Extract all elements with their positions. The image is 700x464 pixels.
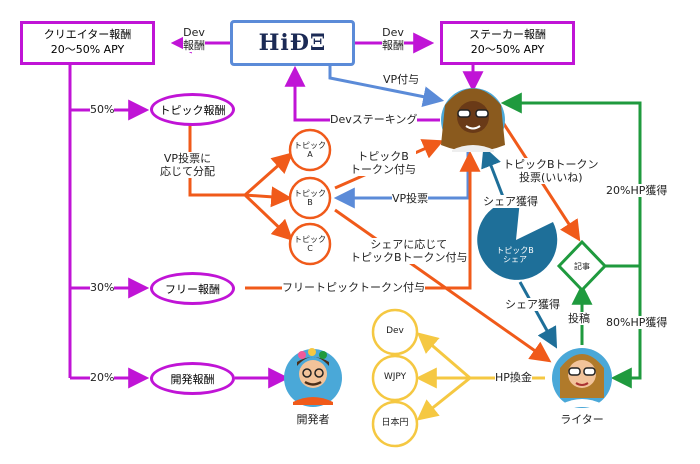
dev-staking-label: Devステーキング <box>330 113 418 127</box>
staker-avatar <box>441 88 505 152</box>
vp-grant-label: VP付与 <box>383 73 420 87</box>
edge-to-topic-c <box>243 193 294 241</box>
share-based-grant-label: シェアに応じて トピックBトークン付与 <box>350 238 468 265</box>
free-reward-label: フリー報酬 <box>165 282 220 296</box>
edge-to-topic-b <box>244 186 293 208</box>
writer-avatar <box>552 348 612 408</box>
edge-to-jpy-token <box>416 376 471 421</box>
topic-c-circle <box>288 222 332 266</box>
pct-20-label: 20% <box>90 371 115 385</box>
developer-avatar <box>284 348 342 407</box>
vp-vote-label: VP投票 <box>392 192 429 206</box>
edge-hp-20 <box>500 92 642 266</box>
topic-b-token-vote-label: トピックBトークン 投票(いいね) <box>503 158 599 185</box>
topic-b-token-grant-label: トピックB トークン付与 <box>350 150 416 177</box>
free-topic-token-label: フリートピックトークン付与 <box>282 281 425 295</box>
staker-reward-box: ステーカー報酬 20〜50% APY <box>440 21 575 65</box>
staker-reward-label: ステーカー報酬 20〜50% APY <box>469 28 546 56</box>
token-wjpy-circle <box>371 354 419 402</box>
edge-hp-80 <box>610 266 642 389</box>
article-label: 記事 <box>574 262 590 271</box>
edge-share-earned-bottom <box>518 281 558 349</box>
hp-exchange-label: HP換金 <box>495 371 532 385</box>
dev-reward-label: 開発報酬 <box>170 372 215 386</box>
pct-50-label: 50% <box>90 103 115 117</box>
hp-20-label: 20%HP獲得 <box>606 184 668 198</box>
topic-b-label: トピック B <box>294 189 326 208</box>
share-earned-top-label: シェア獲得 <box>483 195 538 209</box>
share-earned-bottom-label: シェア獲得 <box>505 298 560 312</box>
edge-to-topic-a <box>244 152 294 197</box>
topic-b-circle <box>288 176 332 220</box>
topic-a-label: トピック A <box>294 141 326 160</box>
token-dev-label: Dev <box>386 326 404 336</box>
topic-c-label: トピック C <box>294 235 326 254</box>
edge-vp-grant <box>328 65 445 108</box>
hide-logo-box: HiÐΞ <box>230 20 355 66</box>
developer-label: 開発者 <box>296 413 330 426</box>
writer-label: ライター <box>560 413 604 426</box>
token-jpy-label: 日本円 <box>381 418 409 428</box>
dev-reward-right-label: Dev 報酬 <box>382 26 404 53</box>
topic-b-share-label: トピックB シェア <box>496 246 534 265</box>
topic-reward-label: トピック報酬 <box>159 103 226 117</box>
vp-distribution-label: VP投票に 応じて分配 <box>160 152 215 179</box>
edge-to-dev-token <box>416 332 471 380</box>
article-diamond <box>556 239 608 293</box>
token-dev-circle <box>371 308 419 356</box>
creator-reward-box: クリエイター報酬 20〜50% APY <box>20 21 155 65</box>
edge-topic-reward-down <box>188 124 245 197</box>
post-label: 投稿 <box>568 312 590 326</box>
topic-a-circle <box>288 128 332 172</box>
topic-b-share-pie <box>477 199 558 280</box>
edge-share-based-grant <box>334 208 552 363</box>
dev-reward-ellipse: 開発報酬 <box>150 362 235 395</box>
token-wjpy-label: WJPY <box>383 372 407 382</box>
creator-reward-label: クリエイター報酬 20〜50% APY <box>43 28 132 56</box>
dev-reward-left-label: Dev 報酬 <box>183 26 205 53</box>
topic-reward-ellipse: トピック報酬 <box>150 93 235 126</box>
hide-logo: HiÐΞ <box>258 30 327 56</box>
pct-30-label: 30% <box>90 281 115 295</box>
free-reward-ellipse: フリー報酬 <box>150 272 235 305</box>
token-jpy-circle <box>371 400 419 448</box>
hp-80-label: 80%HP獲得 <box>606 316 668 330</box>
